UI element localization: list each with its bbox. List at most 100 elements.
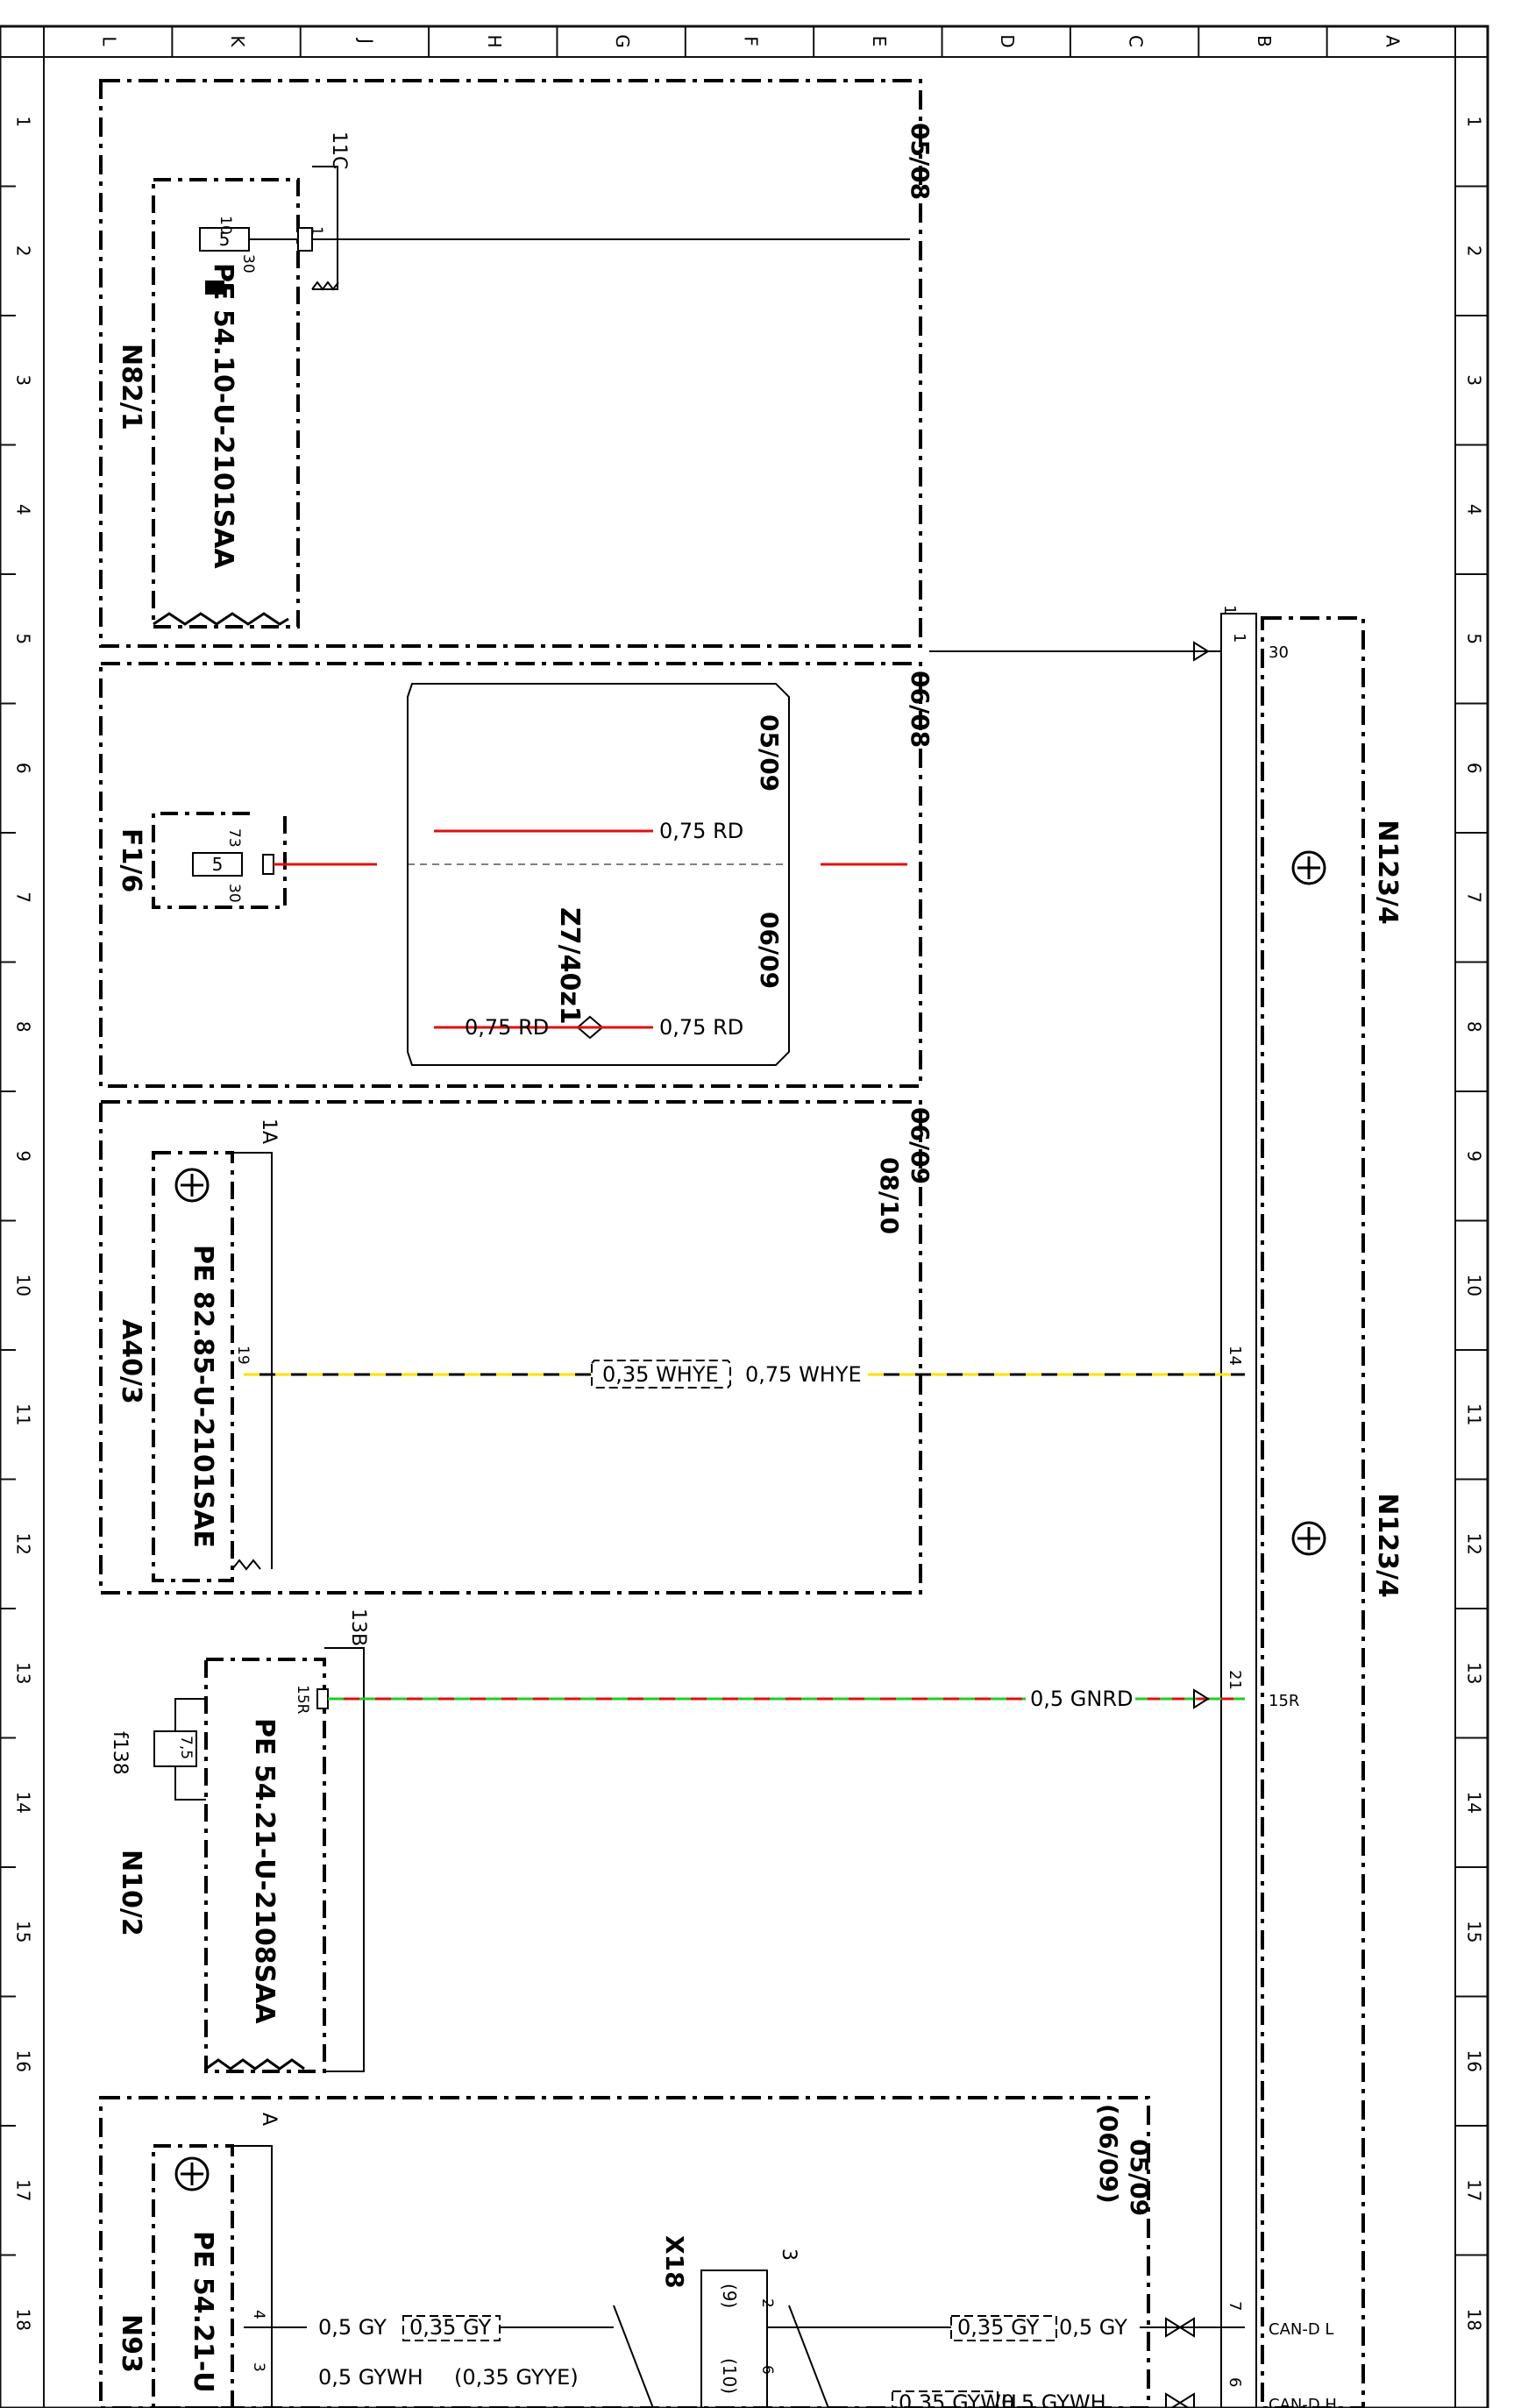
- n10-module-box: [204, 1658, 326, 2073]
- column-letter: E: [869, 36, 890, 47]
- transistor-icon: [1291, 850, 1326, 885]
- row-number: 11: [1464, 1403, 1485, 1425]
- n93-label: N93: [116, 2314, 146, 2373]
- sheet-ref: (06/09): [1094, 2104, 1123, 2204]
- wire-label: 0,75 RD: [465, 1015, 549, 1040]
- n123-terminal: CAN-D L: [1269, 2320, 1333, 2339]
- wire-label: 0,5 GNRD: [1030, 1687, 1134, 1711]
- n10-fuse-label: f138: [109, 1731, 131, 1775]
- column-letter: K: [227, 35, 248, 47]
- row-number: 17: [1464, 2179, 1485, 2201]
- n123-terminal: CAN-D H: [1269, 2396, 1337, 2408]
- row-number: 13: [13, 1662, 34, 1684]
- a40-pe-reference: PE 82.85-U-2101SAE: [188, 1245, 218, 1548]
- z7-label: Z7/40z1: [554, 907, 585, 1025]
- n82-module-box: [152, 178, 300, 629]
- n123-module: [1220, 613, 1365, 2408]
- row-number: 3: [1464, 374, 1485, 386]
- n82-fuse-number: 10: [217, 216, 234, 235]
- wire-label: 0,5 GYWH: [318, 2365, 423, 2390]
- n82-pin: 1: [308, 226, 325, 236]
- column-letter: G: [612, 34, 633, 48]
- transistor-icon: [174, 2156, 210, 2191]
- row-number: 18: [1464, 2309, 1485, 2331]
- n82-break-mark: [153, 612, 289, 626]
- column-letter: A: [1382, 35, 1403, 47]
- row-number: 3: [13, 374, 34, 386]
- wire-label: 0,35 GY: [957, 2315, 1039, 2340]
- x18-pin: 2: [758, 2298, 776, 2308]
- n93-pin: 4: [250, 2310, 267, 2319]
- row-number: 18: [13, 2309, 34, 2331]
- z7-brace: [407, 683, 790, 1066]
- x18-pin: (10): [719, 2358, 740, 2394]
- a40-module-box: [152, 1151, 234, 1582]
- n10-pe-reference: PE 54.21-U-2108SAA: [249, 1718, 280, 2024]
- wire-label: 0,75 RD: [659, 819, 743, 843]
- n93-module-box: [152, 2144, 234, 2408]
- n123-top-label: N123/4: [1372, 820, 1403, 925]
- n123-pin: 1: [1230, 633, 1248, 643]
- row-number: 6: [1464, 763, 1485, 774]
- sheet-ref: 06/09: [906, 1107, 935, 1184]
- drawing-frame: [0, 25, 1489, 2408]
- section-box-f16: [99, 662, 922, 1088]
- a40-connector-label: 1A: [258, 1119, 280, 1144]
- sheet-ref: 05/09: [1125, 2139, 1154, 2216]
- n10-connector-label: 13B: [347, 1609, 369, 1646]
- f16-module-box: [152, 812, 287, 909]
- sheet-ref: 06/08: [906, 671, 935, 748]
- row-number: 10: [13, 1275, 34, 1296]
- n10-fuse-amps: 7,5: [177, 1736, 195, 1759]
- n93-pe-reference: PE 54.21-U: [188, 2231, 218, 2393]
- column-letter: L: [99, 36, 120, 46]
- n10-fuse: [153, 1730, 197, 1767]
- a40-pin: 19: [234, 1346, 252, 1365]
- n123-pin: 21: [1226, 1670, 1244, 1690]
- row-number: 12: [13, 1533, 34, 1555]
- column-letter: B: [1254, 35, 1275, 47]
- transistor-icon: [1291, 1521, 1326, 1556]
- section-boxes: [99, 79, 1150, 2408]
- f16-fuse: [192, 852, 243, 877]
- row-number: 9: [1464, 1150, 1485, 1161]
- section-box-n82: [99, 79, 922, 648]
- row-number: 4: [13, 504, 34, 515]
- a40-label: A40/3: [116, 1319, 146, 1404]
- x18-label: X18: [660, 2235, 689, 2289]
- n123-pin: 6: [1226, 2377, 1244, 2387]
- wire-label: 0,75 RD: [659, 1015, 743, 1040]
- row-number: 15: [13, 1921, 34, 1943]
- column-letter: H: [484, 34, 505, 47]
- x18-pin: (9): [719, 2284, 740, 2308]
- column-letter: C: [1126, 35, 1147, 47]
- row-number: 14: [1464, 1792, 1485, 1814]
- column-letter: F: [741, 36, 762, 46]
- n123-terminal: 30: [1269, 643, 1289, 662]
- row-number: 11: [13, 1403, 34, 1425]
- n123-bottom-label: N123/4: [1372, 1493, 1403, 1598]
- hand-pointer-icon: [205, 281, 233, 295]
- n93-pin: 3: [250, 2362, 267, 2372]
- sheet-ref: 05/09: [755, 714, 784, 792]
- row-number: 7: [13, 891, 34, 903]
- row-number: 9: [13, 1150, 34, 1161]
- row-number: 17: [13, 2179, 34, 2201]
- row-number: 7: [1464, 891, 1485, 903]
- n123-terminal: 15R: [1269, 1692, 1299, 1710]
- row-number: 8: [1464, 1021, 1485, 1033]
- section-box-n93: [99, 2096, 1150, 2408]
- wire-label: 0,35 GYWH: [899, 2390, 1017, 2408]
- row-number: 10: [1464, 1275, 1485, 1296]
- n82-terminal-30: 30: [239, 254, 257, 273]
- column-letter: D: [997, 34, 1018, 47]
- row-number: 1: [13, 116, 34, 127]
- row-number: 15: [1464, 1921, 1485, 1943]
- wire-label: 0,75 WHYE: [745, 1362, 862, 1387]
- row-number: 16: [1464, 2050, 1485, 2072]
- row-number: 16: [13, 2050, 34, 2072]
- row-number: 6: [13, 763, 34, 774]
- wire-label: 0,5 GYWH: [1001, 2390, 1106, 2408]
- n93-connector-label: A: [258, 2113, 280, 2126]
- row-number: 8: [13, 1021, 34, 1033]
